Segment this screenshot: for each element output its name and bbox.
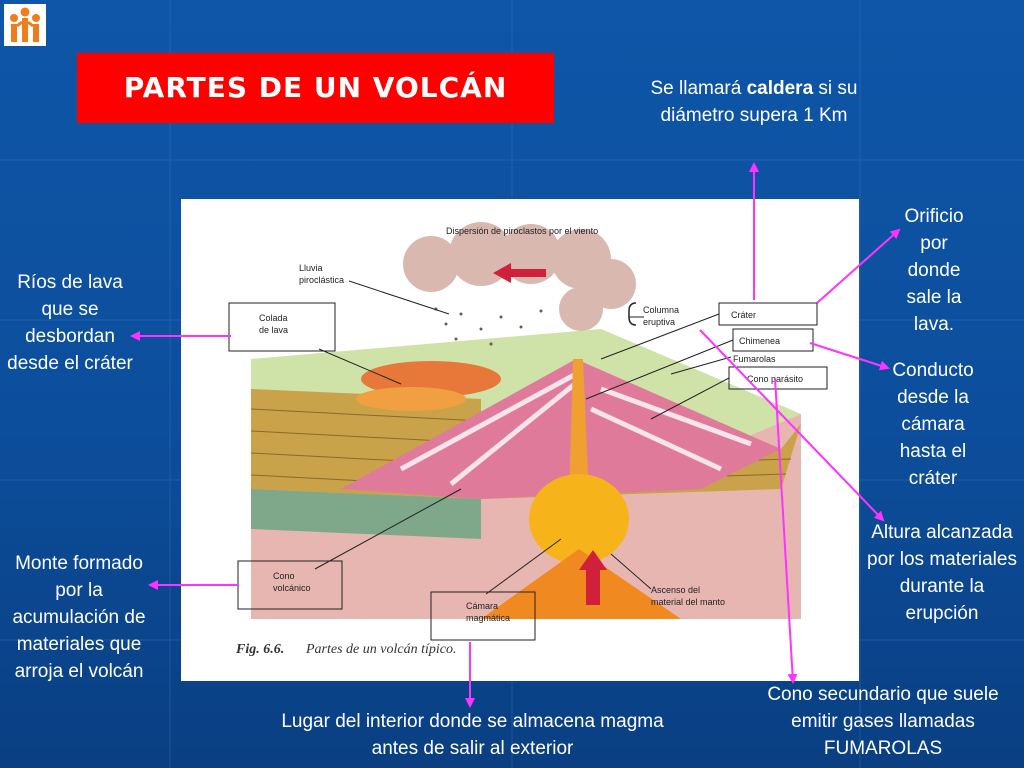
label-ascenso-2: material del manto: [651, 597, 725, 607]
label-columna-2: eruptiva: [643, 317, 675, 327]
magma-base: [481, 549, 681, 619]
camara-box: [430, 591, 536, 641]
altura-annotation: Altura alcanzada por los materiales dura…: [867, 522, 1017, 624]
label-ascenso-1: Ascenso del: [651, 585, 700, 595]
lugar-annotation: Lugar del interior donde se almacena mag…: [281, 711, 664, 759]
chimney: [569, 359, 589, 499]
label-crater: Cráter: [731, 310, 756, 320]
ascent-arrow: [579, 550, 607, 605]
pyroclast-dots: [434, 307, 543, 346]
label-camara-1: Cámara: [466, 601, 498, 611]
caldera-word: caldera: [746, 78, 814, 99]
title-box: PARTES DE UN VOLCÁN: [77, 53, 554, 123]
column-brace: [628, 302, 637, 326]
magma-chamber: [529, 474, 629, 564]
label-lluvia-1: Lluvia: [299, 263, 323, 273]
cono-volcanico-box: [237, 560, 343, 610]
label-cono-parasito: Cono parásito: [747, 374, 803, 384]
cono-secundario-annotation: Cono secundario que suele emitir gases l…: [767, 684, 999, 759]
label-chimenea: Chimenea: [739, 336, 780, 346]
orificio-annotation: Orificio por donde sale la lava.: [904, 206, 964, 335]
caption-text: Partes de un volcán típico.: [305, 642, 456, 657]
wind-arrow: [493, 263, 546, 283]
label-dispersion: Dispersión de piroclastos por el viento: [446, 226, 598, 236]
layer-green: [251, 489, 481, 539]
caldera-text-pre: Se llamará: [650, 78, 747, 99]
label-colada-2: de lava: [259, 325, 288, 335]
caldera-text-post: si su diámetro supera 1 Km: [660, 78, 858, 126]
family-logo: [4, 4, 46, 46]
lava-flow-b: [356, 387, 466, 411]
caldera-annotation: Se llamará caldera si su diámetro supera…: [630, 75, 878, 129]
label-columna-1: Columna: [643, 305, 679, 315]
label-lluvia-2: piroclástica: [299, 275, 344, 285]
caption-number: Fig. 6.6.: [235, 642, 284, 657]
colada-box: [228, 302, 336, 352]
monte-annotation: Monte formado por la acumulación de mate…: [12, 553, 146, 682]
conducto-annotation: Conducto desde la cámara hasta el cráter: [892, 360, 974, 489]
rios-annotation: Ríos de lava que se desbordan desde el c…: [7, 272, 133, 374]
volcano-figure: Dispersión de piroclastos por el viento …: [181, 199, 859, 681]
label-cono-2: volcánico: [273, 583, 311, 593]
label-camara-2: magmática: [466, 613, 510, 623]
label-fumarolas: Fumarolas: [733, 354, 776, 364]
volcano-illustration: Dispersión de piroclastos por el viento …: [228, 222, 828, 657]
volcanic-cone: [341, 359, 781, 499]
family-icon: [10, 7, 40, 42]
label-colada-1: Colada: [259, 313, 288, 323]
page-title: PARTES DE UN VOLCÁN: [123, 71, 508, 104]
label-cono-1: Cono: [273, 571, 295, 581]
